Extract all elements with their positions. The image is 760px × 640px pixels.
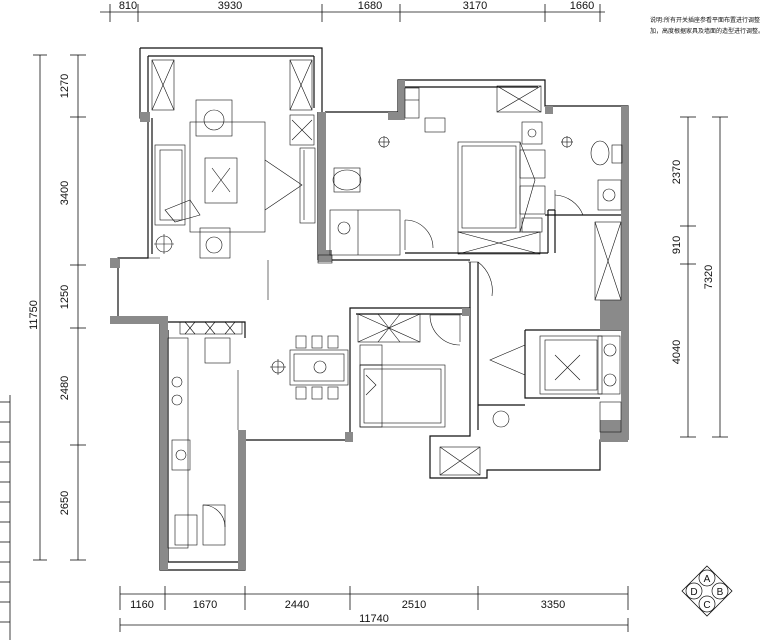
top-dim-5: 1660	[570, 0, 594, 12]
bottom-dimension-chain	[119, 586, 629, 632]
master-bath-fixtures	[554, 136, 623, 301]
left-dimension-chain	[33, 54, 86, 561]
top-dim-1: 810	[119, 0, 137, 12]
left-dim-1: 1270	[59, 74, 71, 98]
bathroom-1-fixtures	[289, 114, 434, 256]
bottom-dim-1: 1160	[130, 599, 154, 611]
left-dim-total: 11750	[28, 300, 40, 330]
balcony-window	[151, 59, 313, 111]
top-dim-2: 3930	[218, 0, 242, 12]
left-dim-5: 2650	[59, 491, 71, 515]
bedroom-2-furniture	[357, 313, 481, 476]
top-dim-4: 3170	[463, 0, 487, 12]
corridor-lines	[118, 254, 351, 318]
right-dim-1: 2370	[671, 160, 683, 184]
bottom-dim-3: 2440	[285, 599, 309, 611]
dining-furniture	[270, 335, 383, 400]
bottom-dim-2: 1670	[193, 599, 217, 611]
exterior-walls	[117, 47, 629, 571]
left-dim-3: 1250	[59, 285, 71, 309]
top-dimension-chain	[100, 4, 605, 22]
note-line-1: 说明:所有开关插座参看平面布置进行调整并	[650, 16, 760, 24]
compass-label-b: B	[717, 587, 724, 598]
bottom-dim-5: 3350	[541, 599, 565, 611]
right-dimension-chain	[680, 116, 728, 438]
top-dim-3: 1680	[358, 0, 382, 12]
master-bedroom-furniture	[404, 85, 546, 298]
living-room-furniture	[154, 99, 316, 259]
left-dim-4: 2480	[59, 376, 71, 400]
compass-label-c: C	[703, 600, 710, 611]
compass-label-a: A	[704, 574, 711, 585]
bedroom-3-furniture	[489, 335, 622, 433]
right-dim-total: 7320	[703, 265, 715, 289]
compass-symbol: A B C D	[681, 565, 733, 617]
bottom-dim-total: 11740	[359, 613, 389, 625]
kitchen-fixtures	[167, 321, 243, 549]
compass-label-d: D	[690, 587, 697, 598]
left-dim-2: 3400	[59, 181, 71, 205]
note-line-2: 加，高度根据家具及墙面的造型进行调整。	[650, 27, 760, 35]
right-dim-3: 4040	[671, 340, 683, 364]
legend-table	[0, 395, 11, 640]
right-dim-2: 910	[671, 236, 683, 254]
bottom-dim-4: 2510	[402, 599, 426, 611]
